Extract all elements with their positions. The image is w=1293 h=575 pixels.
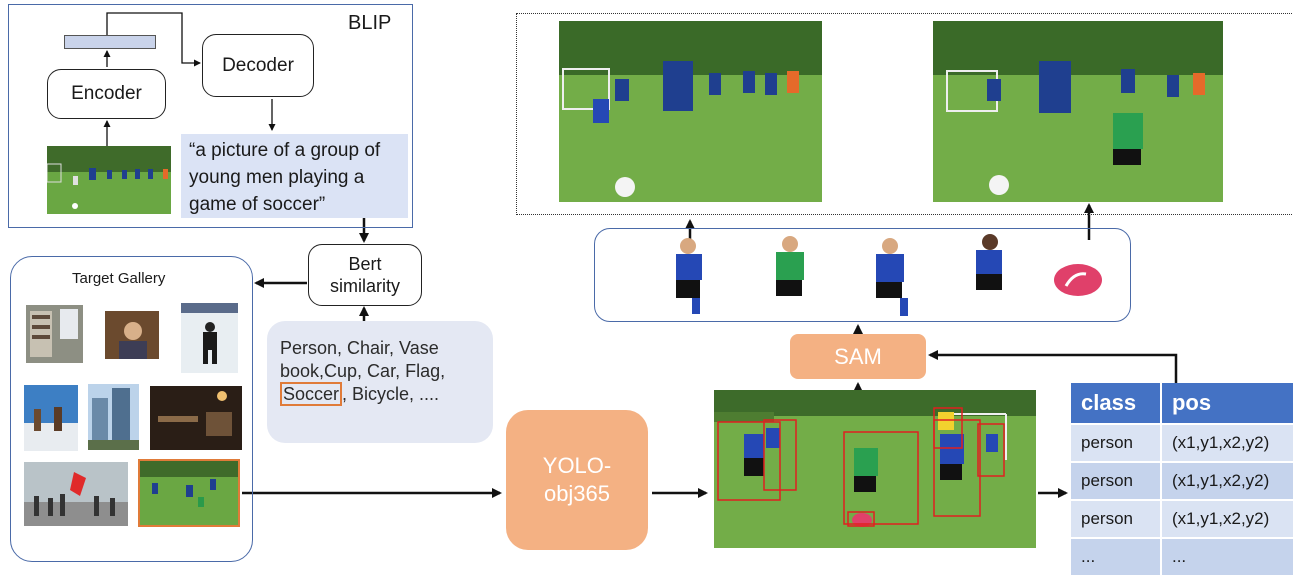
highlighted-class: Soccer <box>280 382 343 406</box>
blip-panel <box>8 4 413 228</box>
yolo-label-line2: obj365 <box>543 481 611 506</box>
feature-vector <box>64 35 156 49</box>
table-cell-class: person <box>1071 423 1160 461</box>
sam-box: SAM <box>790 334 926 379</box>
mask-player-1 <box>672 238 702 314</box>
detection-image <box>714 390 1036 548</box>
segmented-masks-panel <box>594 228 1131 322</box>
bert-label-line2: similarity <box>330 276 400 296</box>
table-cell-class: person <box>1071 461 1160 499</box>
gallery-thumb-buildings <box>88 384 139 450</box>
table-cell-class: person <box>1071 499 1160 537</box>
mask-player-4 <box>968 234 1002 310</box>
arrow-table-to-sam <box>928 350 1178 386</box>
gallery-thumb-beach <box>24 385 78 451</box>
gallery-thumb-person-reading <box>105 311 159 359</box>
gallery-thumb-crowd <box>24 462 128 526</box>
table-row: person (x1,y1,x2,y2) <box>1071 423 1293 461</box>
encoder-box: Encoder <box>47 69 166 119</box>
segmented-masks <box>672 234 1102 316</box>
table-cell-pos: ... <box>1159 537 1293 575</box>
bounding-boxes <box>717 407 1005 527</box>
gallery-thumb-cafe <box>150 386 242 450</box>
yolo-obj365-box: YOLO- obj365 <box>506 410 648 550</box>
class-line-3-rest: , Bicycle, .... <box>342 384 440 404</box>
table-row: person (x1,y1,x2,y2) <box>1071 461 1293 499</box>
decoder-box: Decoder <box>202 34 314 97</box>
detection-table: class pos person (x1,y1,x2,y2) person (x… <box>1071 383 1293 575</box>
blip-title: BLIP <box>348 12 392 34</box>
class-line-3: Soccer, Bicycle, .... <box>280 382 493 406</box>
table-cell-pos: (x1,y1,x2,y2) <box>1159 423 1293 461</box>
players <box>744 412 998 527</box>
mask-player-2 <box>770 236 804 314</box>
mask-player-3 <box>876 238 908 316</box>
bert-label-line1: Bert <box>348 254 382 274</box>
table-row: person (x1,y1,x2,y2) <box>1071 499 1293 537</box>
output-image-edited <box>933 21 1223 202</box>
yolo-label-line1: YOLO- <box>542 453 612 478</box>
gallery-thumb-hockey <box>181 303 238 373</box>
class-line-2: book,Cup, Car, Flag, <box>280 361 446 381</box>
blip-input-image <box>47 146 171 214</box>
table-header-class: class <box>1071 383 1160 423</box>
class-line-1: Person, Chair, Vase <box>280 338 439 358</box>
gallery-title: Target Gallery <box>72 270 166 287</box>
gallery-thumb-soccer-selected <box>138 459 240 527</box>
table-header-pos: pos <box>1159 383 1293 423</box>
class-vocabulary: Person, Chair, Vase book,Cup, Car, Flag,… <box>267 321 493 443</box>
table-cell-pos: (x1,y1,x2,y2) <box>1159 461 1293 499</box>
arrow-feature-to-decoder <box>106 12 201 67</box>
table-cell-class: ... <box>1071 537 1160 575</box>
table-cell-pos: (x1,y1,x2,y2) <box>1159 499 1293 537</box>
blip-caption: “a picture of a group of young men playi… <box>181 134 408 218</box>
gallery-thumb-library <box>26 305 83 363</box>
output-image-original <box>559 21 822 202</box>
table-row: ... ... <box>1071 537 1293 575</box>
mask-ball <box>1054 264 1102 296</box>
output-panel <box>516 13 1293 215</box>
bert-similarity-box: Bert similarity <box>308 244 422 306</box>
target-gallery <box>10 256 253 562</box>
